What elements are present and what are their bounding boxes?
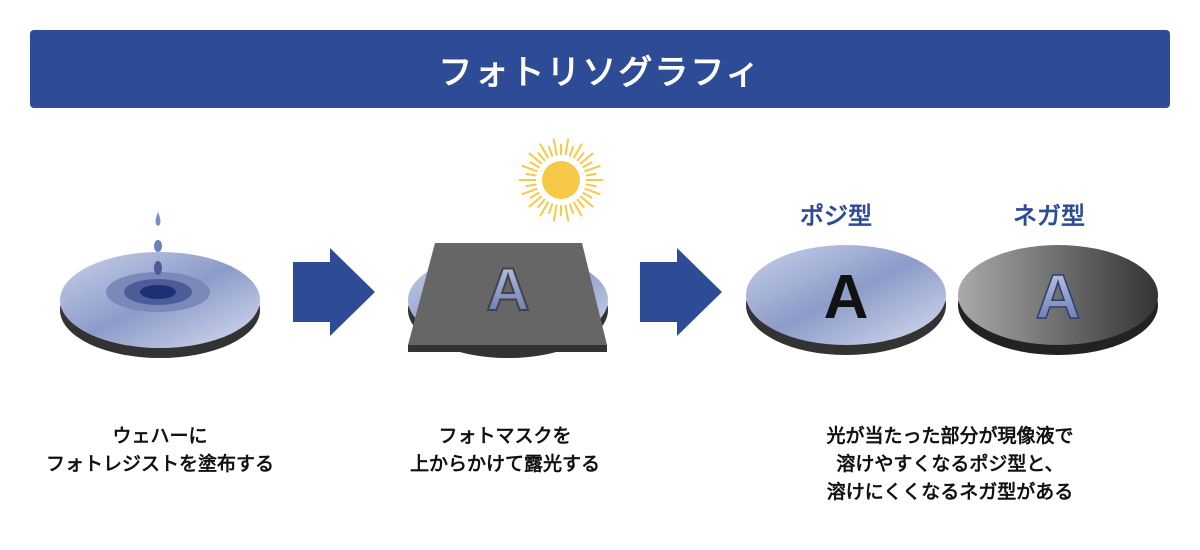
caption-line: フォトマスクを (438, 425, 572, 447)
sun-ray (579, 152, 594, 165)
sun-ray (572, 143, 583, 159)
sun-ray (539, 143, 550, 159)
caption-line: 溶けやすくなるポジ型と、 (836, 453, 1064, 475)
sun-ray (564, 138, 570, 156)
sun-ray (584, 187, 601, 196)
svg-text:A: A (824, 263, 869, 332)
sun-ray (552, 204, 558, 222)
sun-icon (519, 138, 603, 222)
sun-ray (528, 152, 543, 165)
sun-ray (529, 161, 540, 169)
negative-resist-wafer: A (958, 245, 1158, 355)
sun-ray (539, 201, 550, 217)
sun-ray (576, 198, 585, 209)
sun-ray (579, 195, 594, 208)
caption-line: 光が当たった部分が現像液で (826, 425, 1074, 447)
sun-ray (564, 204, 570, 222)
arrow-icon (640, 248, 722, 336)
sun-ray (568, 145, 575, 157)
sun-ray (576, 151, 585, 162)
sun-ray (521, 164, 538, 173)
caption-line: フォトレジストを塗布する (45, 453, 274, 475)
sun-ray (584, 164, 601, 173)
arrow-icon (293, 248, 375, 336)
page-title: フォトリソグラフィ (30, 30, 1170, 108)
sun-ray (582, 161, 593, 169)
sun-ray (525, 172, 537, 177)
caption-line: 溶けにくくなるネガ型がある (826, 481, 1074, 503)
sun-ray (568, 203, 575, 215)
sun-ray (552, 138, 558, 156)
caption-line: 上からかけて露光する (409, 453, 600, 475)
positive-type-label: ポジ型 (800, 202, 872, 230)
drop-icon (155, 212, 161, 226)
step3-caption: 光が当たった部分が現像液で 溶けやすくなるポジ型と、 溶けにくくなるネガ型がある (790, 422, 1110, 506)
svg-text:A: A (1036, 263, 1081, 332)
sun-ray (537, 198, 546, 209)
positive-resist-wafer: A (746, 245, 946, 355)
sun-ray (521, 187, 538, 196)
negative-type-label: ネガ型 (1013, 202, 1085, 230)
sun-ray (525, 183, 537, 188)
sun-ray (585, 172, 597, 177)
sun-ray (528, 195, 543, 208)
sun-ray (537, 151, 546, 162)
sun-ray (547, 203, 554, 215)
sun-ray (547, 145, 554, 157)
step1-caption: ウェハーに フォトレジストを塗布する (20, 422, 300, 478)
wafer-with-photoresist (60, 212, 260, 358)
sun-ray (585, 183, 597, 188)
step2-caption: フォトマスクを 上からかけて露光する (365, 422, 645, 478)
sun-ray (582, 191, 593, 199)
sun-ray (572, 201, 583, 217)
wafer-with-photomask: A (408, 243, 608, 358)
sun-ray (529, 191, 540, 199)
caption-line: ウェハーに (112, 425, 208, 447)
svg-text:A: A (486, 256, 529, 323)
